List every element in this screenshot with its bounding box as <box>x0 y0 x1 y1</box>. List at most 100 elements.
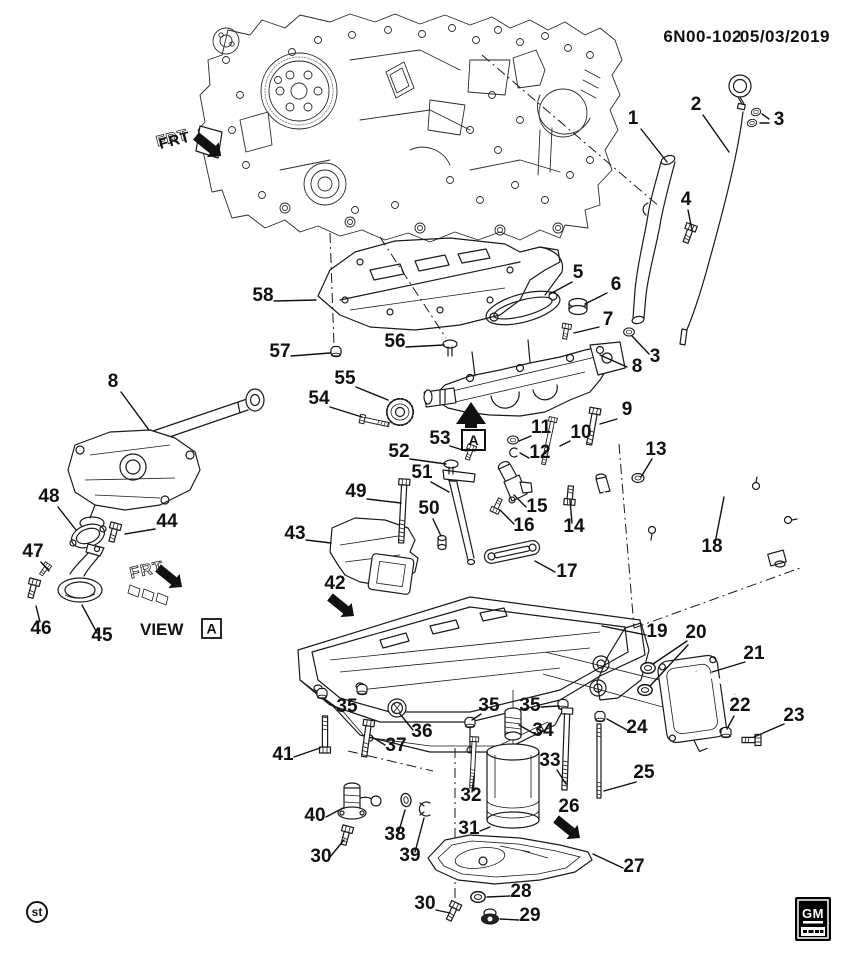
leader-line-31 <box>479 826 491 832</box>
leader-line-28 <box>486 895 511 898</box>
leader-line-45 <box>81 604 98 634</box>
baffle-bolt <box>559 322 573 341</box>
leader-line-47 <box>40 561 50 572</box>
leader-line-35 <box>471 713 482 721</box>
leader-line-15 <box>513 494 527 508</box>
leader-line-44 <box>124 528 156 535</box>
leader-line-48 <box>57 506 77 531</box>
callout-55: 55 <box>334 368 356 389</box>
leader-line-1 <box>640 128 668 163</box>
pan-nut-35a <box>316 687 328 700</box>
retainer-clip-39 <box>418 801 431 817</box>
assembly-arrow-42 <box>327 593 354 618</box>
callout-1: 1 <box>628 108 639 129</box>
frt-arrow-view: FRT <box>127 558 182 606</box>
callout-45: 45 <box>91 625 113 646</box>
leader-line-23 <box>753 723 785 738</box>
callout-37: 37 <box>385 735 406 756</box>
pump-ring-38 <box>399 791 413 809</box>
callout-20: 20 <box>685 622 706 643</box>
leader-line-19 <box>601 625 647 636</box>
callout-30: 30 <box>414 893 435 914</box>
leader-line-8 <box>120 391 150 431</box>
leader-line-49 <box>366 498 402 504</box>
pump-gasket <box>69 523 107 549</box>
callout-31: 31 <box>458 818 480 839</box>
pump-bolt-44 <box>105 521 123 544</box>
leader-line-13 <box>640 458 653 478</box>
oil-pickup-tube <box>57 543 105 603</box>
spacer-50 <box>437 534 447 551</box>
oil-pressure-sensor <box>497 460 533 504</box>
gm-letters: GM <box>802 906 824 921</box>
callout-54: 54 <box>308 388 330 409</box>
leader-line-33 <box>556 769 567 785</box>
leader-line-35 <box>322 697 338 709</box>
lower-oil-pan <box>427 834 593 885</box>
callout-6: 6 <box>611 274 622 295</box>
assembly-arrow-26 <box>553 815 580 840</box>
leader-line-18 <box>714 496 725 544</box>
leader-line-39 <box>414 817 425 853</box>
callout-18: 18 <box>701 536 722 557</box>
tube-bolt <box>679 222 698 245</box>
leader-line-29 <box>499 918 520 921</box>
leader-line-11 <box>518 435 532 442</box>
oil-level-indicator-tube <box>631 154 676 325</box>
callout-19: 19 <box>646 621 667 642</box>
drawing-number: 6N00-102 <box>663 27 742 46</box>
leader-line-21 <box>711 661 746 673</box>
callout-44: 44 <box>156 511 178 532</box>
engine-oil-cooler <box>657 654 737 753</box>
leader-line-9 <box>599 418 618 425</box>
leader-line-57 <box>290 352 331 357</box>
stud-nut-24 <box>594 710 606 723</box>
drawing-date: 05/03/2019 <box>740 27 830 46</box>
pan-gasket <box>485 290 561 326</box>
section-arrow-a: A <box>456 402 486 451</box>
sealing-plug <box>442 339 458 357</box>
seal-bushing <box>568 297 588 316</box>
leader-line-10 <box>559 440 571 447</box>
leader-line-38 <box>398 809 406 832</box>
callout-7: 7 <box>603 309 614 330</box>
pan-bolt-41 <box>318 715 332 754</box>
tube-seal <box>623 327 635 337</box>
callout-49: 49 <box>345 481 366 502</box>
section-letter: A <box>468 432 478 448</box>
callout-34: 34 <box>532 720 554 741</box>
callout-5: 5 <box>573 262 584 283</box>
st-label: st <box>32 905 43 919</box>
callout-35: 35 <box>478 695 500 716</box>
leader-line-53 <box>449 445 467 452</box>
retainer-clip-12 <box>509 447 518 458</box>
callout-21: 21 <box>743 643 765 664</box>
pickup-bolt-46 <box>24 577 42 600</box>
callout-32: 32 <box>460 785 481 806</box>
view-a-caption: VIEW A <box>140 618 222 639</box>
leader-line-55 <box>355 386 389 401</box>
leader-line-14 <box>569 499 573 524</box>
washer-11 <box>507 435 519 445</box>
callout-26: 26 <box>558 796 579 817</box>
chain-guide-plate <box>483 540 541 564</box>
callout-24: 24 <box>626 717 648 738</box>
st-stamp: st <box>26 901 48 923</box>
oil-level-indicator <box>679 74 752 346</box>
callout-41: 41 <box>272 744 294 765</box>
leader-line-36 <box>399 713 414 731</box>
sprocket-bolt <box>358 413 391 430</box>
leader-line-24 <box>606 718 628 731</box>
oil-level-tube <box>442 469 476 566</box>
oil-pump-assembly <box>67 388 265 530</box>
pan-nut-35b <box>356 683 368 696</box>
leader-line-6 <box>584 292 608 305</box>
leader-line-20 <box>652 640 688 665</box>
callout-13: 13 <box>645 439 666 460</box>
callout-25: 25 <box>633 762 655 783</box>
leader-line-37 <box>371 736 386 746</box>
structural-oil-pan <box>297 596 650 754</box>
drain-washer-28 <box>470 890 486 904</box>
